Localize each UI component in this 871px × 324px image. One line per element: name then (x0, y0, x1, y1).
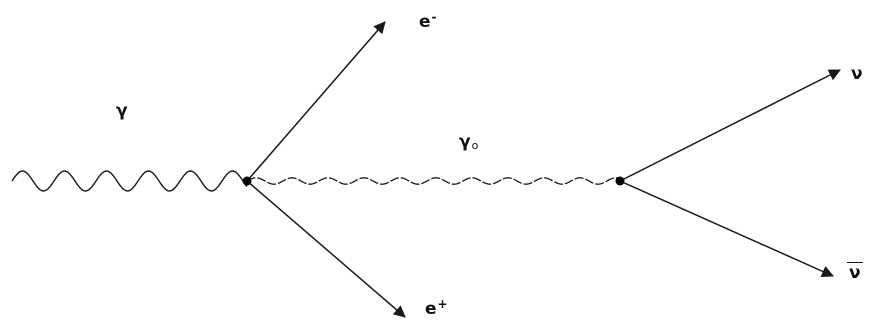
virtual-photon-symbol: γ (459, 132, 471, 152)
electron-charge: - (431, 10, 437, 24)
antineutrino-symbol: ν (847, 262, 863, 283)
incoming-photon-label: γ (116, 103, 128, 120)
antineutrino-arrow (619, 180, 834, 277)
vertex-left (242, 176, 252, 186)
virtual-photon-wave (246, 177, 621, 185)
virtual-photon-subscript: o (471, 139, 479, 152)
neutrino-label: ν (851, 66, 863, 83)
positron-symbol: e (425, 299, 437, 319)
vertex-right (615, 176, 625, 186)
neutrino-symbol: ν (851, 64, 863, 84)
incoming-photon-symbol: γ (116, 101, 128, 121)
incoming-photon-wave (11, 170, 248, 192)
positron-charge: + (437, 297, 448, 311)
neutrino-arrow (619, 69, 841, 182)
electron-arrow (246, 21, 386, 182)
antineutrino-label: ν (847, 262, 863, 282)
positron-arrow (246, 180, 406, 318)
positron-label: e+ (425, 298, 448, 319)
electron-label: e- (419, 11, 437, 32)
electron-symbol: e (419, 12, 431, 32)
virtual-photon-label: γo (459, 132, 479, 152)
